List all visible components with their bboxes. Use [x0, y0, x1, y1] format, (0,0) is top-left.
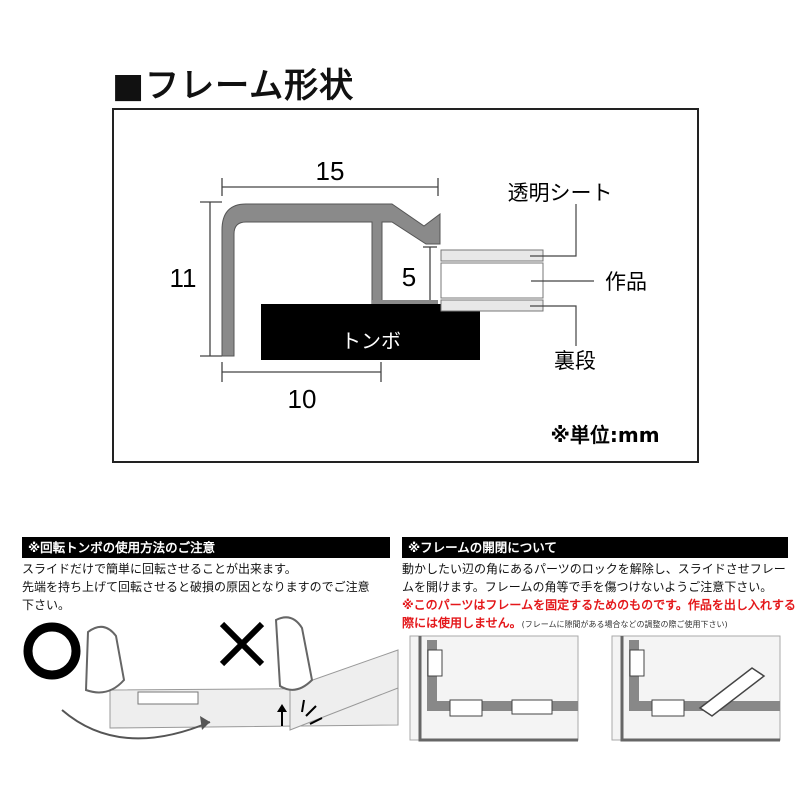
leader-lines — [530, 204, 594, 346]
ok-icon — [23, 622, 81, 680]
left-panel-line-3: 下さい。 — [22, 598, 71, 612]
dim-bottom-line — [221, 362, 382, 382]
diagram-border — [112, 108, 699, 463]
dim-width-line — [221, 178, 439, 196]
left-panel-header: ※回転トンボの使用方法のご注意 — [22, 537, 390, 558]
dim-depth-label: 5 — [402, 262, 416, 292]
dim-height-label: 11 — [170, 263, 197, 293]
ng-icon — [219, 621, 265, 667]
right-panel-line-1: 動かしたい辺の角にあるパーツのロックを解除し、スライドさせフレー — [402, 562, 786, 576]
frame-groove-left — [238, 260, 248, 276]
page-title: ■フレーム形状 — [112, 66, 355, 106]
illustration-frame-corner-1 — [409, 635, 579, 742]
dim-bottom-label: 10 — [288, 384, 317, 414]
illustration-frame-corner-2 — [611, 635, 781, 742]
label-sheet: 透明シート — [508, 181, 613, 205]
tombo-label: トンボ — [341, 329, 401, 353]
right-panel-warning-1: ※このパーツはフレームを固定するためのものです。作品を出し入れする — [402, 598, 796, 612]
left-panel-line-2: 先端を持ち上げて回転させると破損の原因となりますのでご注意 — [22, 580, 370, 594]
layer-back — [440, 299, 544, 312]
left-panel-line-1: スライドだけで簡単に回転させることが出来ます。 — [22, 562, 297, 576]
frame-profile — [221, 203, 441, 357]
warning-2-small-text: (フレームに隙間がある場合などの調整の際ご使用下さい) — [521, 620, 728, 629]
right-panel-header: ※フレームの開閉について — [402, 537, 788, 558]
unit-label: ※単位:mm — [550, 423, 659, 447]
dim-height-line — [200, 201, 222, 357]
label-work: 作品 — [605, 270, 647, 294]
frame-groove-right — [356, 260, 368, 276]
layer-sheet — [440, 249, 544, 262]
label-back: 裏段 — [554, 349, 596, 373]
right-panel-line-2: ムを開けます。フレームの角等で手を傷つけないようご注意下さい。 — [402, 580, 773, 594]
warning-2-text: 際には使用しません。 — [402, 616, 522, 630]
tombo-clip — [261, 304, 480, 360]
layer-work — [440, 262, 544, 299]
illustration-ng — [219, 616, 399, 731]
right-panel-warning-2: 際には使用しません。(フレームに隙間がある場合などの調整の際ご使用下さい) — [402, 615, 728, 633]
dim-width-label: 15 — [316, 156, 345, 186]
